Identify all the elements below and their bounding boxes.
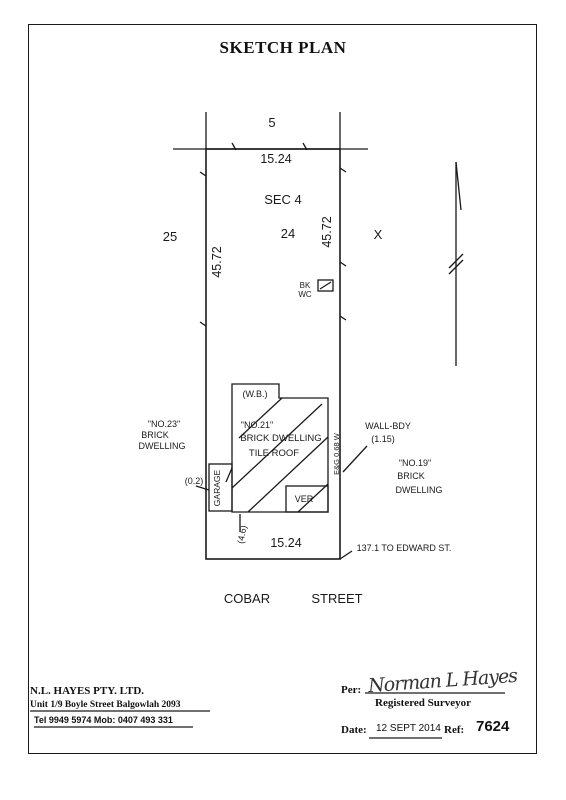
- lot-right-label: X: [374, 227, 383, 242]
- street-name-part1: COBAR: [224, 591, 270, 606]
- neighbour-right-number: "NO.19": [399, 458, 431, 468]
- per-label: Per:: [341, 684, 362, 696]
- wc-label: WC: [298, 290, 312, 299]
- ref-value: 7624: [476, 718, 510, 735]
- corner-tick: [339, 550, 353, 560]
- lot-top-number: 5: [268, 115, 275, 130]
- garage-label: GARAGE: [212, 469, 222, 506]
- dwelling-description: BRICK DWELLING: [240, 433, 321, 444]
- dwelling-number: "NO.21": [241, 420, 273, 430]
- lot-boundary: [205, 148, 341, 560]
- lot-center-number: 24: [281, 226, 295, 241]
- verandah-outline: [285, 485, 329, 513]
- date-label: Date:: [341, 724, 367, 736]
- neighbour-right-line2: DWELLING: [395, 485, 442, 495]
- garage-offset-leader: [195, 485, 210, 491]
- neighbour-right-line1: BRICK: [397, 471, 425, 481]
- verandah-label: VER: [295, 494, 314, 504]
- dwelling-outline: [231, 383, 329, 513]
- boundary-tick: [339, 261, 347, 267]
- north-arrow-mark: [448, 259, 464, 275]
- boundary-tick: [339, 167, 347, 173]
- roof-hatch: [247, 436, 329, 513]
- lot-left-number: 25: [163, 229, 177, 244]
- wb-label: (W.B.): [243, 389, 268, 399]
- neighbour-left-number: "NO.23": [148, 419, 180, 429]
- roof-hatch: [238, 397, 283, 439]
- top-width-dimension: 15.24: [260, 152, 291, 166]
- garage-outline: [208, 463, 233, 512]
- firm-name: N.L. HAYES PTY. LTD.: [30, 685, 145, 697]
- street-name-part2: STREET: [311, 591, 362, 606]
- boundary-tick: [231, 142, 237, 151]
- right-depth-dimension: 45.72: [320, 216, 334, 247]
- roof-label: TILE ROOF: [249, 448, 299, 459]
- garage-offset-label: (0.2): [185, 476, 204, 486]
- wall-bdy-label: WALL-BDY: [365, 421, 411, 431]
- distance-to-edward-st: 137.1 TO EDWARD ST.: [357, 543, 452, 553]
- eg-offset-label: E&G 0.68 W: [332, 432, 341, 475]
- bk-wc-outbuilding: [317, 279, 334, 292]
- drawing-border: [28, 24, 537, 754]
- garage-hatch: [225, 467, 233, 483]
- wall-offset-label: (1.15): [371, 434, 395, 444]
- section-label: SEC 4: [264, 192, 302, 207]
- date-value: 12 SEPT 2014: [376, 723, 441, 734]
- front-setback-label: (4.6): [236, 524, 249, 544]
- boundary-tick: [199, 171, 207, 177]
- surveyor-role: Registered Surveyor: [375, 697, 472, 709]
- sketch-plan-title: SKETCH PLAN: [219, 38, 347, 57]
- neighbour-left-line2: DWELLING: [138, 441, 185, 451]
- bottom-width-dimension: 15.24: [270, 536, 301, 550]
- north-arrow-head: [455, 161, 462, 211]
- roof-hatch: [297, 483, 329, 513]
- bk-label: BK: [300, 281, 311, 290]
- north-arrow-mark: [448, 253, 464, 269]
- firm-address: Unit 1/9 Boyle Street Balgowlah 2093: [30, 700, 181, 710]
- boundary-tick: [302, 142, 308, 151]
- roof-hatch: [231, 403, 323, 489]
- bk-wc-hatch: [319, 281, 332, 290]
- boundary-tick: [339, 315, 347, 321]
- firm-phone: Tel 9949 5974 Mob: 0407 493 331: [34, 715, 173, 725]
- boundary-tick: [199, 321, 207, 327]
- left-depth-dimension: 45.72: [210, 246, 224, 277]
- wall-bdy-leader: [342, 445, 368, 473]
- ref-label: Ref:: [444, 724, 465, 736]
- neighbour-left-line1: BRICK: [141, 430, 169, 440]
